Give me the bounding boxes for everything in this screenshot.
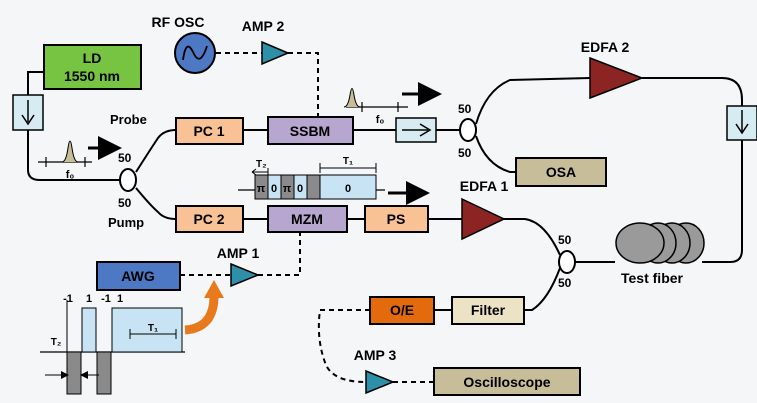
coupler-2: 50 50 bbox=[458, 102, 477, 160]
oscilloscope: Oscilloscope bbox=[433, 367, 581, 396]
svg-text:1550 nm: 1550 nm bbox=[64, 68, 120, 84]
svg-text:T₁: T₁ bbox=[343, 156, 353, 167]
mach-zehnder-modulator: MZM bbox=[267, 205, 348, 233]
svg-text:0: 0 bbox=[345, 183, 351, 195]
ssb-modulator: SSBM bbox=[267, 116, 354, 145]
svg-text:T₁: T₁ bbox=[148, 323, 158, 334]
svg-text:AMP 3: AMP 3 bbox=[354, 347, 397, 363]
filter: Filter bbox=[451, 296, 525, 325]
svg-text:OSA: OSA bbox=[546, 164, 576, 180]
fiber-lines bbox=[27, 71, 743, 311]
svg-text:AWG: AWG bbox=[121, 268, 155, 284]
isolator-left bbox=[12, 94, 44, 131]
isolator-probe bbox=[395, 117, 437, 143]
probe-label: Probe bbox=[110, 112, 147, 127]
test-fiber-spool: Test fiber bbox=[615, 222, 705, 286]
laser-diode: LD 1550 nm bbox=[43, 44, 142, 90]
svg-text:T₂: T₂ bbox=[51, 337, 62, 348]
pump-pulse-pattern: T₂ T₁ π 0 π 0 0 bbox=[238, 156, 430, 205]
svg-text:PS: PS bbox=[387, 211, 406, 227]
svg-text:50: 50 bbox=[458, 146, 472, 160]
polarization-scrambler: PS bbox=[364, 205, 429, 233]
optical-spectrum-analyzer: OSA bbox=[515, 157, 607, 187]
svg-text:Filter: Filter bbox=[471, 302, 506, 318]
svg-text:π: π bbox=[283, 183, 292, 195]
svg-text:EDFA 2: EDFA 2 bbox=[581, 39, 630, 55]
svg-text:-1: -1 bbox=[101, 293, 111, 305]
polarization-controller-2: PC 2 bbox=[175, 205, 244, 233]
amplifier-3: AMP 3 bbox=[354, 347, 397, 395]
svg-text:1: 1 bbox=[117, 293, 123, 305]
svg-text:MZM: MZM bbox=[291, 211, 323, 227]
orange-arrow bbox=[184, 280, 224, 335]
edfa-1: EDFA 1 bbox=[460, 178, 509, 241]
amplifier-2: AMP 2 bbox=[242, 18, 290, 66]
svg-text:0: 0 bbox=[297, 183, 303, 195]
svg-text:Oscilloscope: Oscilloscope bbox=[463, 374, 550, 390]
svg-text:AMP 2: AMP 2 bbox=[242, 18, 285, 34]
svg-text:PC 2: PC 2 bbox=[193, 211, 224, 227]
photodetector: O/E bbox=[369, 296, 435, 325]
arbitrary-waveform-generator: AWG bbox=[96, 261, 181, 291]
rf-oscillator: RF OSC bbox=[152, 14, 216, 74]
electrical-lines bbox=[180, 52, 434, 383]
svg-text:50: 50 bbox=[558, 233, 572, 247]
svg-text:RF OSC: RF OSC bbox=[152, 14, 205, 30]
pump-label: Pump bbox=[108, 215, 144, 230]
svg-text:EDFA 1: EDFA 1 bbox=[460, 178, 509, 194]
edfa-2: EDFA 2 bbox=[581, 39, 645, 100]
probe-spectrum-left: f₀ bbox=[38, 136, 122, 181]
svg-text:O/E: O/E bbox=[390, 302, 414, 318]
svg-text:-1: -1 bbox=[63, 293, 73, 305]
coupler-1: 50 50 bbox=[118, 151, 137, 210]
svg-text:50: 50 bbox=[458, 102, 472, 116]
svg-text:50: 50 bbox=[118, 151, 132, 165]
svg-text:T₂: T₂ bbox=[256, 159, 267, 170]
svg-text:SSBM: SSBM bbox=[290, 123, 330, 139]
awg-waveform: -1 1 -1 1 T₂ T₁ bbox=[40, 293, 185, 395]
svg-text:50: 50 bbox=[118, 196, 132, 210]
svg-text:1: 1 bbox=[86, 293, 92, 305]
amplifier-1: AMP 1 bbox=[217, 245, 260, 288]
svg-text:π: π bbox=[257, 183, 266, 195]
coupler-3: 50 50 bbox=[558, 233, 576, 290]
svg-text:AMP 1: AMP 1 bbox=[217, 245, 260, 261]
svg-text:PC 1: PC 1 bbox=[193, 123, 224, 139]
polarization-controller-1: PC 1 bbox=[175, 117, 244, 145]
svg-text:f₀: f₀ bbox=[376, 114, 385, 126]
svg-text:LD: LD bbox=[83, 50, 102, 66]
svg-text:f₀: f₀ bbox=[66, 169, 75, 181]
probe-spectrum-right: f₀ bbox=[343, 82, 442, 126]
svg-text:50: 50 bbox=[558, 276, 572, 290]
svg-text:Test fiber: Test fiber bbox=[621, 270, 684, 286]
isolator-right bbox=[726, 105, 757, 141]
svg-text:0: 0 bbox=[271, 183, 277, 195]
